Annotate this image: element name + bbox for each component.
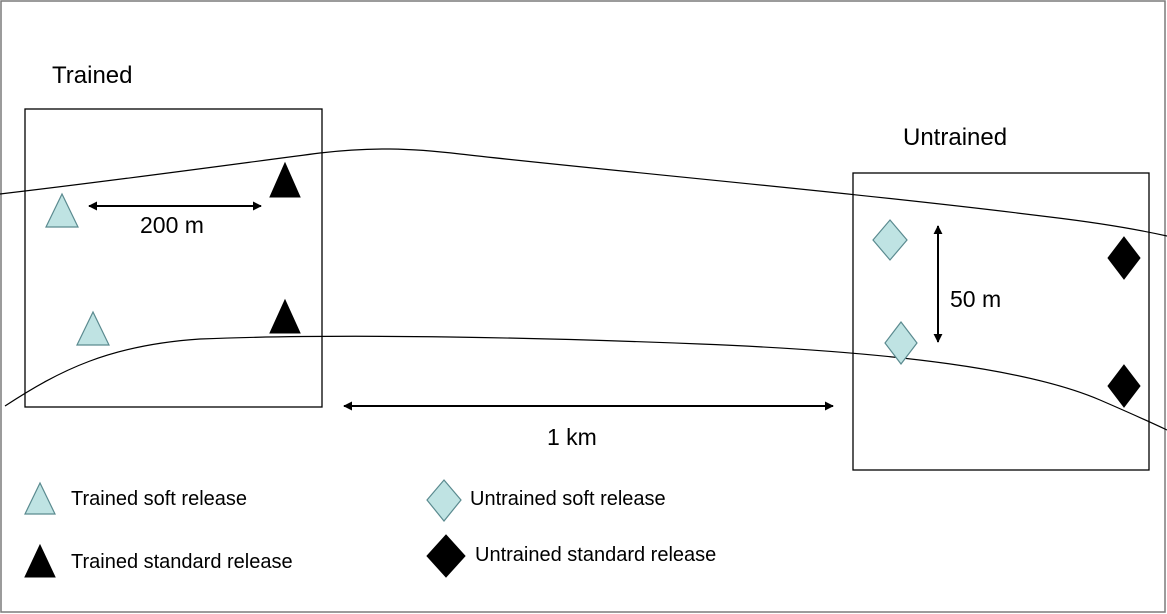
untrained-spacing-label: 50 m xyxy=(950,286,1002,312)
untrained-standard-release-marker xyxy=(1107,364,1141,408)
untrained-site-box xyxy=(852,172,1150,471)
legend-untrained-soft-label: Untrained soft release xyxy=(470,488,666,510)
between-sites-label: 1 km xyxy=(547,424,597,450)
legend-untrained-standard-label: Untrained standard release xyxy=(475,544,717,566)
untrained-soft-release-marker xyxy=(872,219,908,261)
river-bank-lower xyxy=(4,335,1167,431)
trained-standard-release-marker xyxy=(269,161,301,198)
untrained-standard-release-marker xyxy=(1107,236,1141,280)
river-bank-upper xyxy=(0,148,1167,237)
legend-trained-soft-label: Trained soft release xyxy=(71,488,248,510)
trained-soft-release-marker xyxy=(45,192,79,228)
legend-trained-standard-label: Trained standard release xyxy=(71,551,293,573)
trained-site-box xyxy=(24,108,323,408)
legend-triangle-icon-soft xyxy=(24,481,56,515)
untrained-site-label: Untrained xyxy=(903,124,1008,151)
legend-diamond-icon-standard xyxy=(426,534,466,578)
legend-diamond-icon-soft xyxy=(426,479,462,522)
trained-site-label: Trained xyxy=(52,62,133,89)
trained-soft-release-marker xyxy=(76,310,110,346)
trained-standard-release-marker xyxy=(269,298,301,334)
untrained-soft-release-marker xyxy=(884,321,918,365)
legend-triangle-icon-standard xyxy=(24,543,56,578)
trained-spacing-label: 200 m xyxy=(140,212,204,238)
